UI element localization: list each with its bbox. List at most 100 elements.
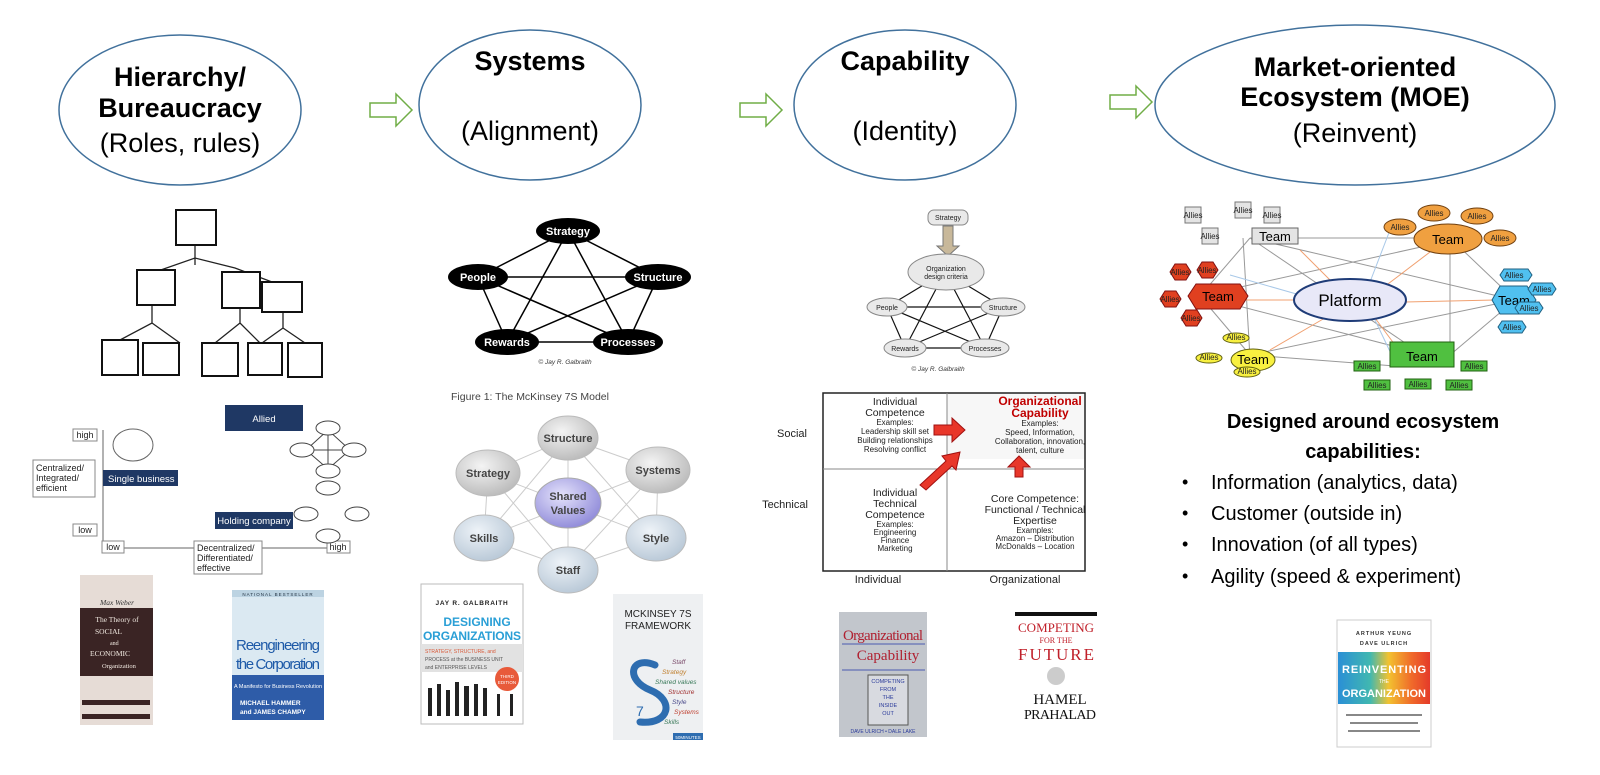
stage-subtitle: (Roles, rules) <box>100 128 261 158</box>
bullet-icon: • <box>1182 503 1188 523</box>
stage-capability: Capability (Identity) <box>793 29 1017 181</box>
bullet-item: Information (analytics, data) <box>1211 472 1458 494</box>
allies-label: Allies <box>1200 232 1219 241</box>
allies-label: Allies <box>1464 362 1483 371</box>
seven-glyph: 7 <box>636 703 644 719</box>
stage-title: Systems <box>474 46 585 76</box>
book-title: The Theory of <box>95 615 139 624</box>
x-axis-label: Decentralized/ <box>197 543 255 553</box>
book-title: the Corporation <box>236 656 320 673</box>
example-item: Marketing <box>877 544 912 553</box>
allies-label: Allies <box>1467 212 1486 221</box>
allies-label: Allies <box>1181 314 1200 323</box>
allied-label: Allied <box>252 414 275 425</box>
examples-label: Examples: <box>876 418 913 427</box>
allies-label: Allies <box>1519 304 1538 313</box>
column-label: Organizational <box>990 574 1061 586</box>
book-subtitle: STRATEGY, STRUCTURE, and <box>425 649 496 655</box>
moe-heading: capabilities: <box>1305 441 1421 463</box>
bullet-item: Agility (speed & experiment) <box>1211 566 1461 588</box>
org-box <box>175 209 217 246</box>
allies-green: Allies Allies Allies Allies Allies <box>1353 360 1488 391</box>
stage-subtitle: (Alignment) <box>461 116 599 146</box>
org-box <box>261 281 303 313</box>
book-author: ARTHUR YEUNG <box>1356 631 1412 637</box>
book-badge: EDITION <box>498 680 516 685</box>
book-author: and JAMES CHAMPY <box>240 709 306 716</box>
star-node: Structure <box>634 272 683 284</box>
allies-label: Allies <box>1160 295 1179 304</box>
figure-caption: Figure 1: The McKinsey 7S Model <box>451 391 609 403</box>
centralization-chart: high Centralized/ Integrated/ efficient … <box>32 405 370 575</box>
quadrant-title: Individual <box>873 487 917 499</box>
book-title: Organizational <box>843 628 923 644</box>
book-title: Reengineering <box>236 637 320 654</box>
holding-company-box <box>215 512 293 529</box>
book-list-item: Structure <box>668 689 695 696</box>
quadrant-individual-competence: Individual Competence Examples: Leadersh… <box>857 396 933 454</box>
7s-node: Values <box>551 505 586 517</box>
stage-title: Market-oriented <box>1254 52 1457 82</box>
platform-label: Platform <box>1318 291 1381 310</box>
allies-blue: Allies Allies Allies Allies <box>1497 268 1557 334</box>
red-arrow-icon <box>1006 455 1032 478</box>
7s-node: Systems <box>635 465 680 477</box>
allies-grey: Allies Allies Allies Allies <box>1183 201 1282 245</box>
allies-label: Allies <box>1226 333 1245 342</box>
stage-ellipse <box>1154 24 1556 186</box>
allies-label: Allies <box>1170 268 1189 277</box>
team-node <box>1413 223 1483 255</box>
book-author: HAMEL <box>1033 692 1086 708</box>
examples-label: Examples: <box>876 520 913 529</box>
book-subtitle: A Manifesto for Business Revolution <box>234 684 322 690</box>
bullet-icon: • <box>1182 566 1188 586</box>
7s-node: Style <box>643 533 669 545</box>
org-box <box>101 339 139 376</box>
book-title: FOR THE <box>1040 636 1073 645</box>
allies-label: Allies <box>1367 381 1386 390</box>
book-list-item: Skills <box>664 719 680 726</box>
quadrant-title: Competence <box>865 407 925 419</box>
book-list-item: Style <box>672 699 687 706</box>
red-arrow-icon <box>919 451 961 491</box>
book-list-item: Strategy <box>662 669 687 676</box>
stage-moe: Market-oriented Ecosystem (MOE) (Reinven… <box>1154 24 1556 186</box>
example-item: Building relationships <box>857 436 933 445</box>
org-box <box>136 269 176 306</box>
book-title: ORGANIZATIONS <box>423 629 521 643</box>
star-node: Strategy <box>546 226 591 238</box>
book-subtitle: THE <box>883 695 894 701</box>
example-item: Speed, Information, <box>1005 428 1075 437</box>
book-title: and <box>110 641 119 647</box>
example-item: Resolving conflict <box>864 445 927 454</box>
team-node <box>1389 341 1455 368</box>
examples-label: Examples: <box>1021 419 1058 428</box>
org-chart-sketch <box>101 209 323 378</box>
right-arrow-icon <box>1109 84 1154 120</box>
quadrant-title: Core Competence: <box>991 493 1079 505</box>
x-high-label: high <box>329 542 346 552</box>
org-box <box>247 342 283 376</box>
x-axis-label: Differentiated/ <box>197 553 253 563</box>
star-node: Structure <box>989 305 1018 312</box>
quadrant-title: Expertise <box>1013 515 1057 527</box>
book-galbraith: JAY R. GALBRAITH DESIGNING ORGANIZATIONS… <box>420 583 524 725</box>
quadrant-title: Technical <box>873 498 917 510</box>
bullet-icon: • <box>1182 534 1188 554</box>
book-author: DAVE ULRICH <box>1360 641 1408 647</box>
book-subtitle: INSIDE <box>879 703 898 709</box>
book-subtitle: and ENTERPRISE LEVELS <box>425 665 488 671</box>
example-item: Amazon – Distribution <box>996 534 1074 543</box>
book-banner: NATIONAL BESTSELLER <box>242 592 313 597</box>
quadrant-title: Competence <box>865 509 925 521</box>
book-subtitle: OUT <box>882 711 894 717</box>
quadrant-individual-technical-competence: Individual Technical Competence Examples… <box>865 487 925 553</box>
examples-label: Examples: <box>1016 526 1053 535</box>
quadrant-core-competence: Core Competence: Functional / Technical … <box>985 493 1086 551</box>
book-title: FUTURE <box>1018 645 1094 664</box>
allies-label: Allies <box>1237 367 1256 376</box>
criteria-node: design criteria <box>924 274 968 281</box>
book-ulrich: Organizational Capability COMPETING FROM… <box>839 612 927 737</box>
y-low-label: low <box>78 525 92 535</box>
